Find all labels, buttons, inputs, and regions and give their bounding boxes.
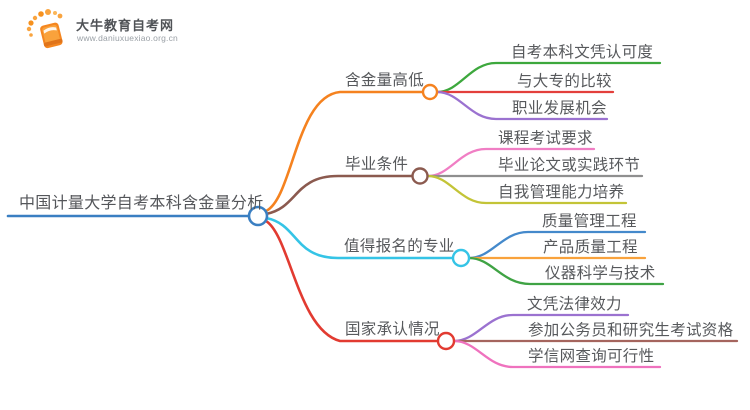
leaf-label: 学信网查询可行性 — [528, 348, 655, 365]
leaf-label: 与大专的比较 — [517, 73, 612, 90]
branch-label: 毕业条件 — [345, 156, 409, 173]
leaf-label: 自我管理能力培养 — [498, 184, 625, 201]
leaf-label: 参加公务员和研究生考试资格 — [528, 322, 734, 339]
branch-connector — [264, 174, 414, 216]
branch-label: 值得报名的专业 — [344, 238, 455, 255]
site-name: 大牛教育自考网 — [76, 18, 175, 33]
leaf-connector — [435, 90, 609, 121]
branch-connector — [264, 216, 455, 260]
leaf-connector — [426, 174, 628, 205]
leaf-label: 自考本科文凭认可度 — [511, 44, 654, 61]
leaf-connector — [467, 256, 665, 286]
book-sunrise-logo-icon — [26, 9, 63, 49]
leaf-label: 文凭法律效力 — [527, 296, 622, 313]
leaf-label: 课程考试要求 — [498, 130, 593, 147]
branch-node-circle — [436, 331, 456, 351]
branch-connector — [264, 219, 440, 343]
site-logo: 大牛教育自考网 www.daniuxuexiao.org.cn — [24, 6, 224, 50]
leaf-label: 仪器科学与技术 — [545, 265, 656, 282]
branch-label: 国家承认情况 — [345, 321, 440, 338]
leaf-label: 职业发展机会 — [512, 100, 607, 117]
branch-node-circle — [421, 83, 439, 101]
leaf-connector — [452, 339, 662, 369]
branch-connector — [264, 90, 425, 213]
leaf-label: 毕业论文或实践环节 — [498, 157, 641, 174]
branch-label: 含金量高低 — [345, 72, 425, 89]
root-node-circle — [247, 205, 269, 227]
leaf-label: 质量管理工程 — [542, 213, 637, 230]
branch-node-circle — [411, 167, 429, 185]
branch-node-circle — [451, 248, 471, 268]
root-topic-label: 中国计量大学自考本科含金量分析 — [19, 195, 264, 212]
leaf-label: 产品质量工程 — [543, 239, 638, 256]
site-url: www.daniuxuexiao.org.cn — [77, 33, 178, 43]
